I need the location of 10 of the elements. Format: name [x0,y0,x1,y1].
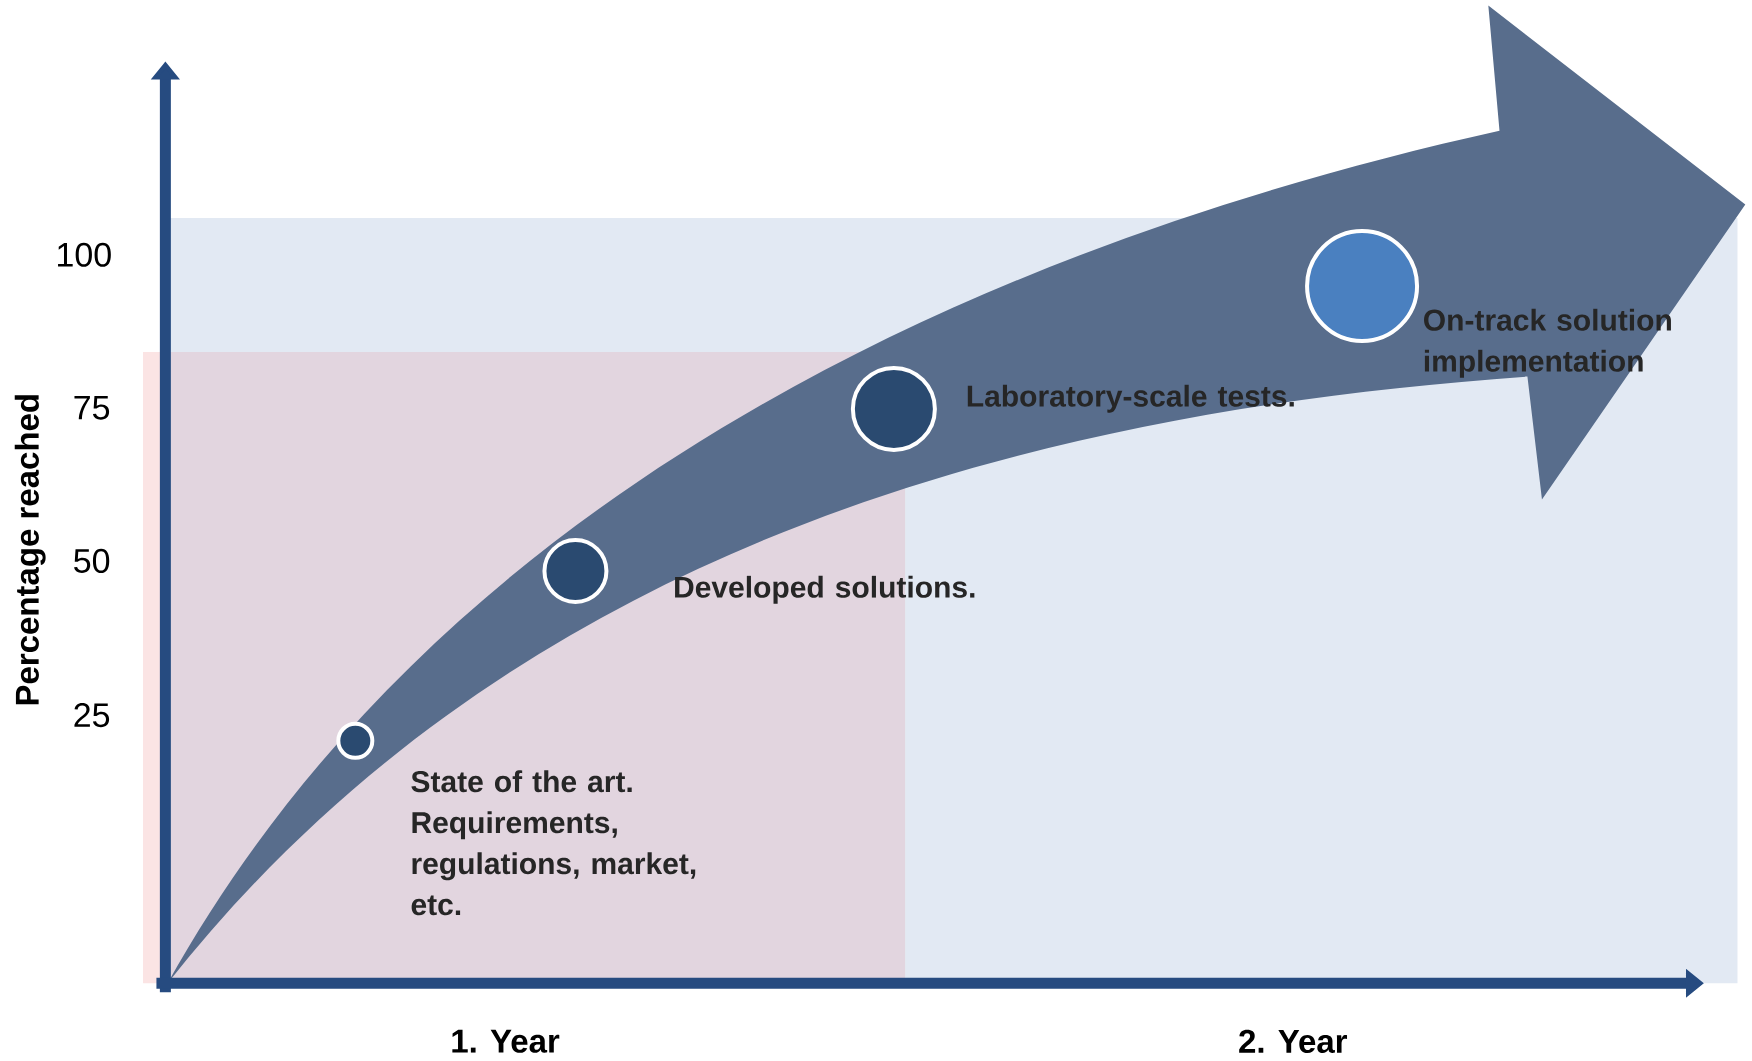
milestone-text: Developed solutions. [675,575,975,604]
milestone-text: Laboratory-scale tests. [967,384,1294,413]
axis-label: 1. Year [452,1029,560,1053]
axis-label: 2. Year [1239,1029,1347,1053]
tick-label: 25 [74,702,110,727]
tick-label: 100 [58,242,111,267]
milestone-text: State of the art. Requirements, regulations, market, etc. [411,770,696,916]
tick-label: 75 [74,395,110,420]
tick-label: 50 [74,548,110,573]
axis-title: Percentage reached [14,394,46,705]
